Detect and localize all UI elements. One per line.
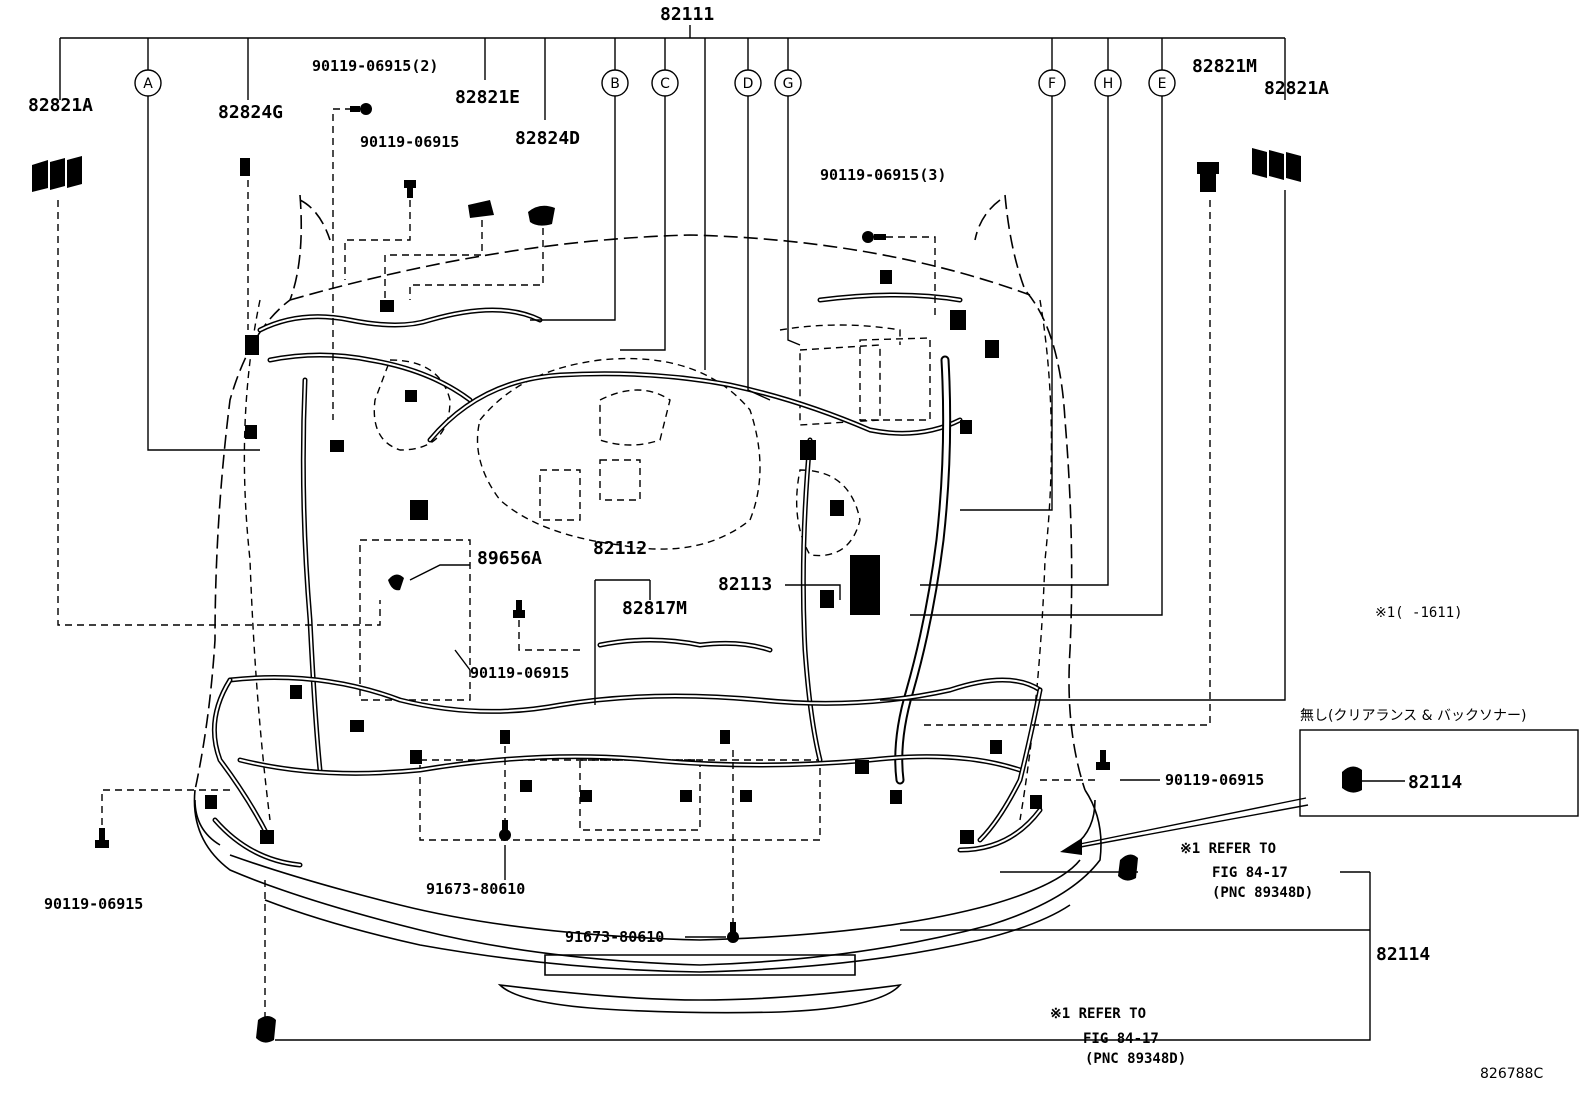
callout-b: B (601, 69, 629, 97)
diagram-code: 826788C (1480, 1066, 1543, 1082)
svg-text:F: F (1048, 76, 1056, 92)
connector-82821A-left-icon (32, 156, 82, 192)
label-82111: 82111 (660, 4, 714, 25)
bolt-91673-80610-b-icon (727, 922, 739, 943)
bolt-90119-06915-mid-icon (513, 600, 525, 618)
leader-lines (57, 25, 1405, 1041)
label-90119-06915-left: 90119-06915 (44, 895, 143, 913)
svg-text:B: B (610, 76, 620, 92)
sensor-82114-bottom-icon (256, 1016, 276, 1043)
label-90119-06915-3: 90119-06915(3) (820, 166, 946, 184)
refer1-line1: ※1 REFER TO (1180, 841, 1276, 857)
refer2-line2: FIG 84-17 (1083, 1031, 1159, 1047)
svg-text:H: H (1103, 76, 1114, 92)
connector-82821A-right-icon (1252, 148, 1301, 182)
label-90119-06915-right: 90119-06915 (1165, 771, 1264, 789)
label-90119-06915-2: 90119-06915(2) (312, 57, 438, 75)
svg-text:C: C (660, 76, 670, 92)
part-labels: 82111 82821A 82824G 90119-06915(2) 82821… (28, 4, 1543, 1082)
connectors (205, 270, 1042, 844)
label-82817M: 82817M (622, 598, 687, 619)
label-82824G: 82824G (218, 102, 283, 123)
variant-box (1299, 729, 1579, 817)
callout-c: C (651, 69, 679, 97)
label-91673-80610-b: 91673-80610 (565, 928, 664, 946)
clamp-82821E-icon (468, 200, 494, 218)
label-82112: 82112 (593, 538, 647, 559)
refer2-line1: ※1 REFER TO (1050, 1006, 1146, 1022)
connector-82821M-icon (1197, 162, 1219, 192)
bolt-90119-06915-2-icon (350, 103, 372, 115)
car-body-outline (193, 194, 1102, 1014)
notes: ※1( -1611) 無し(クリアランス & バックソナー) ※1 REFER … (1050, 605, 1579, 1067)
sensor-82114-box-icon (1342, 766, 1362, 793)
svg-text:E: E (1158, 76, 1167, 92)
callout-d: D (734, 69, 762, 97)
svg-text:G: G (783, 76, 794, 92)
svg-text:D: D (743, 76, 754, 92)
callout-g: G (774, 69, 802, 97)
sensor-89656A-icon (388, 574, 404, 591)
callout-markers: A B C D G F H E (134, 69, 1176, 97)
callout-f: F (1038, 69, 1066, 97)
label-82821A-right: 82821A (1264, 78, 1329, 99)
sensor-82114-right-icon (1118, 854, 1138, 881)
box-title: 無し(クリアランス & バックソナー) (1300, 708, 1526, 724)
wiring-harness (211, 292, 1043, 868)
refer1-line2: FIG 84-17 (1212, 865, 1288, 881)
label-82113: 82113 (718, 574, 772, 595)
callout-a: A (134, 69, 162, 97)
callout-e: E (1148, 69, 1176, 97)
label-90119-06915-mid: 90119-06915 (470, 664, 569, 682)
note-1611: ※1( -1611) (1375, 605, 1463, 621)
clamp-82824G-icon (240, 158, 250, 176)
label-82821M: 82821M (1192, 56, 1257, 77)
refer2-line3: (PNC 89348D) (1085, 1051, 1186, 1067)
clamp-82824D-icon (528, 205, 555, 226)
label-90119-06915-upper: 90119-06915 (360, 133, 459, 151)
bolt-90119-06915-3-icon (862, 231, 886, 243)
callout-h: H (1094, 69, 1122, 97)
bolt-90119-06915-upper-icon (404, 180, 416, 198)
refer1-line3: (PNC 89348D) (1212, 885, 1313, 901)
label-89656A: 89656A (477, 548, 542, 569)
svg-text:A: A (143, 76, 153, 92)
label-91673-80610-a: 91673-80610 (426, 880, 525, 898)
label-82114-main: 82114 (1376, 944, 1430, 965)
label-82821A-left: 82821A (28, 95, 93, 116)
engine-outline (359, 324, 931, 841)
bolt-90119-06915-left-icon (95, 828, 109, 848)
label-82824D: 82824D (515, 128, 580, 149)
bolt-90119-06915-right-icon (1096, 750, 1110, 770)
part-icons (32, 103, 1362, 1043)
label-82821E: 82821E (455, 87, 520, 108)
label-82114-box: 82114 (1408, 772, 1462, 793)
